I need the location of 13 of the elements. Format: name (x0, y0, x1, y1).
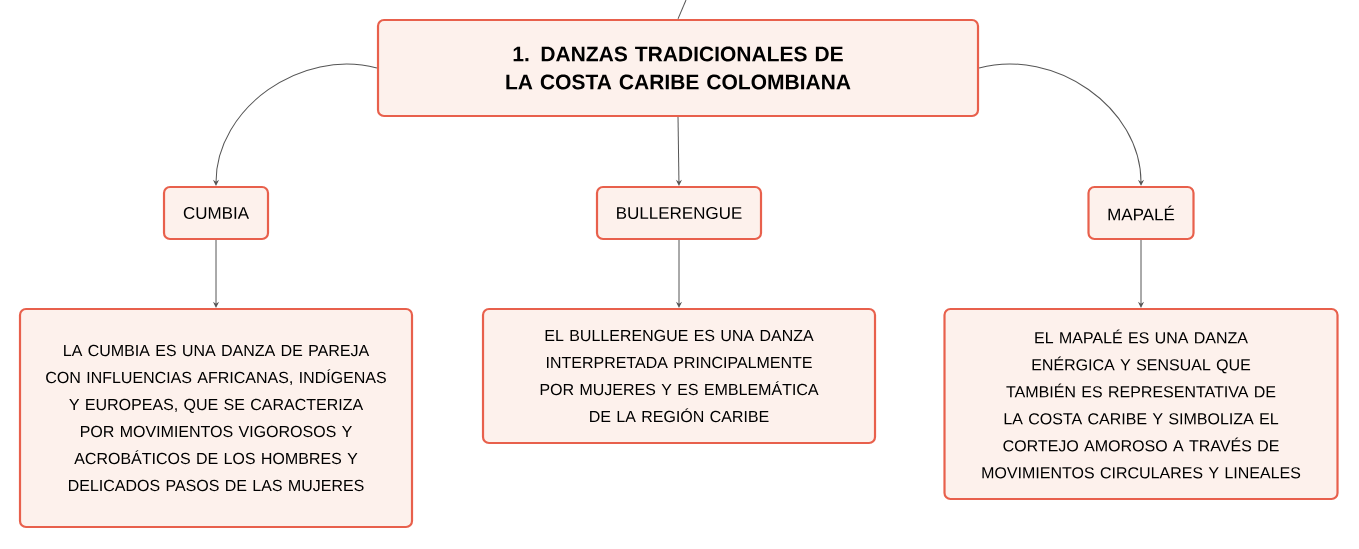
arrow (213, 63, 378, 186)
description-box: EL MAPALÉ ES UNA DANZA ENÉRGICA Y SENSUAL QUE TAMBIÉN ES REPRESENTATIVA DE LA COSTA CARIBE Y SIMBOLIZA EL CORTEJO AMOROSO A TRAVÉS DE MOVIMIENTOS CIRCULARES Y LINEALES (943, 307, 1339, 501)
topic-box: CUMBIA (162, 185, 270, 241)
description-box: EL BULLERENGUE ES UNA DANZA INTERPRETADA PRINCIPALMENTE POR MUJERES Y ES EMBLEMÁTICA DE LA REGIÓN CARIBE (481, 307, 877, 445)
topic-box: BULLERENGUE (595, 185, 763, 241)
arrow (978, 63, 1144, 186)
arrow (676, 116, 682, 186)
description-box: LA CUMBIA ES UNA DANZA DE PAREJA CON INFLUENCIAS AFRICANAS, INDÍGENAS Y EUROPEAS, QUE SE CARACTERIZA POR MOVIMIENTOS VIGOROSOS Y ACROBÁTICOS DE LOS HOMBRES Y DELICADOS PASOS DE LAS MUJERES (18, 307, 414, 529)
arrow (676, 239, 682, 308)
topic-box: MAPALÉ (1087, 185, 1195, 241)
arrow (213, 239, 219, 308)
arrow (1138, 239, 1144, 308)
title-box: 1. DANZAS TRADICIONALES DE LA COSTA CARIBE COLOMBIANA (376, 18, 980, 118)
